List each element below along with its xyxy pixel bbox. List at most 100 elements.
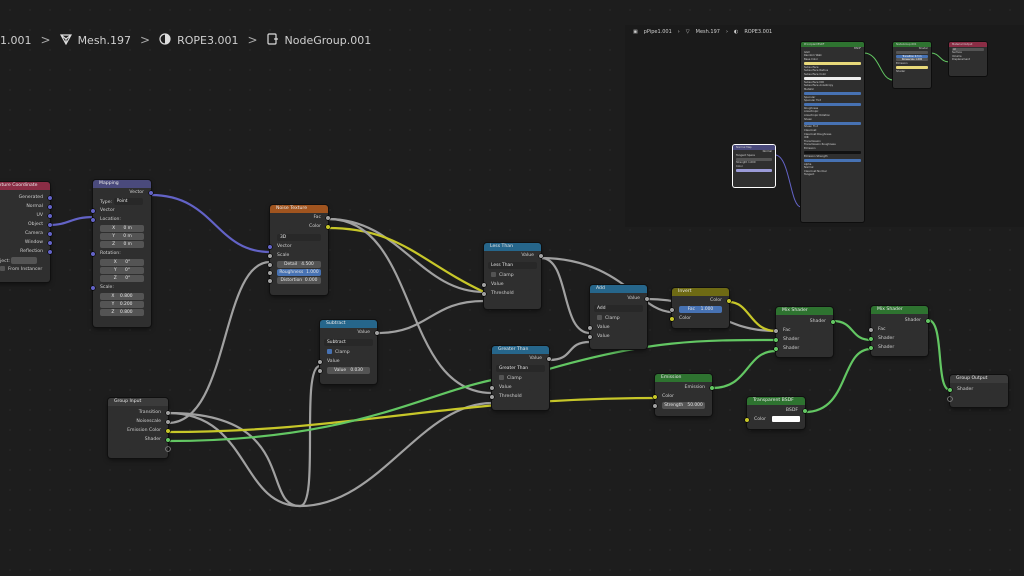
noisescale-field[interactable]: Noisescale 1.000: [896, 58, 928, 62]
node-header[interactable]: Mapping: [93, 180, 151, 188]
emission-swatch[interactable]: [804, 151, 861, 155]
node-add[interactable]: Add Value Add Clamp Value Value: [588, 285, 649, 349]
specular-tint[interactable]: Specular Tint: [804, 99, 822, 103]
socket[interactable]: [670, 307, 674, 312]
socket[interactable]: [948, 397, 952, 401]
socket[interactable]: [375, 330, 379, 335]
alpha-bar[interactable]: [804, 158, 861, 162]
operation-dropdown[interactable]: Greater Than: [496, 365, 545, 372]
scale-z[interactable]: Z 0.800: [100, 309, 144, 316]
distortion-field[interactable]: Distortion 0.000: [268, 277, 321, 284]
socket[interactable]: [869, 345, 873, 350]
node-header[interactable]: Group Output: [950, 375, 1008, 383]
node-header[interactable]: Transparent BSDF: [747, 397, 805, 405]
clamp-row[interactable]: Clamp: [320, 348, 377, 357]
checkbox-icon[interactable]: [597, 315, 602, 320]
roughness-bar[interactable]: [804, 103, 861, 107]
dimension-row[interactable]: 3D: [270, 231, 328, 241]
socket[interactable]: [91, 251, 95, 256]
value2-field[interactable]: Value 0.030: [318, 367, 370, 374]
socket[interactable]: [149, 190, 153, 195]
checkbox-icon[interactable]: [499, 375, 504, 380]
socket[interactable]: [490, 385, 494, 390]
socket[interactable]: [710, 385, 714, 390]
clearcoat[interactable]: Clearcoat: [804, 129, 817, 133]
socket[interactable]: [547, 356, 551, 361]
clamp-row[interactable]: Clamp: [492, 374, 549, 383]
socket[interactable]: [831, 319, 835, 324]
socket[interactable]: [948, 387, 952, 392]
node-group-input[interactable]: Group Input Transition Noisescale Emissi…: [108, 398, 170, 458]
loc-y[interactable]: Y 0 m: [100, 233, 144, 240]
socket[interactable]: [268, 262, 272, 267]
clearcoat-normal[interactable]: Clearcoat Normal: [804, 169, 827, 173]
roughness-field[interactable]: Roughness 1.000: [268, 269, 321, 276]
operation-row[interactable]: Greater Than: [492, 363, 549, 374]
node-less-than[interactable]: Less Than Value Less Than Clamp Value Th…: [482, 243, 543, 309]
socket[interactable]: [803, 408, 807, 413]
loc-z[interactable]: Z 0 m: [100, 241, 144, 248]
base-color-swatch[interactable]: [804, 61, 861, 65]
uv-map-field[interactable]: [736, 157, 772, 161]
sheen-tint-bar[interactable]: [804, 121, 861, 125]
from-instancer-row[interactable]: From Instancer: [0, 265, 50, 274]
node-header[interactable]: Noise Texture: [270, 205, 328, 213]
rot-y[interactable]: Y 0°: [100, 267, 144, 274]
operation-dropdown[interactable]: Less Than: [488, 262, 537, 269]
socket[interactable]: [318, 359, 322, 364]
value2-row[interactable]: Value 0.030: [318, 367, 377, 374]
socket[interactable]: [326, 215, 330, 220]
operation-row[interactable]: Subtract: [320, 337, 377, 348]
socket[interactable]: [326, 224, 330, 229]
emission-swatch[interactable]: [896, 66, 928, 70]
metallic[interactable]: Metallic: [804, 87, 815, 91]
node-header[interactable]: Emission: [655, 374, 712, 382]
fac-row[interactable]: Fac 1.000: [670, 306, 729, 313]
target-dropdown[interactable]: All: [952, 47, 984, 51]
fac-field[interactable]: Fac 1.000: [670, 306, 722, 313]
detail-field[interactable]: Detail 4.500: [268, 261, 321, 268]
scale-fields[interactable]: X 0.800 Y 0.200 Z 0.800: [93, 293, 151, 316]
node-header[interactable]: Invert: [672, 288, 729, 296]
socket[interactable]: [268, 270, 272, 275]
socket[interactable]: [268, 278, 272, 283]
socket[interactable]: [653, 394, 657, 399]
node-header[interactable]: Subtract: [320, 320, 377, 328]
socket[interactable]: [48, 195, 52, 200]
socket[interactable]: [539, 253, 543, 258]
rotation-fields[interactable]: X 0° Y 0° Z 0°: [93, 259, 151, 282]
socket[interactable]: [774, 337, 778, 342]
node-header[interactable]: Mix Shader: [776, 307, 833, 315]
socket[interactable]: [318, 368, 322, 373]
socket[interactable]: [268, 244, 272, 249]
socket[interactable]: [166, 419, 170, 424]
roughness[interactable]: Roughness: [804, 106, 819, 110]
emission[interactable]: Emission: [804, 147, 816, 150]
socket[interactable]: [48, 240, 52, 245]
breadcrumb-item-mesh[interactable]: Mesh.197: [77, 33, 132, 47]
node-emission[interactable]: Emission Emission Color Strength 50.000: [653, 374, 714, 416]
socket[interactable]: [670, 316, 674, 321]
socket[interactable]: [653, 403, 657, 408]
scale-y[interactable]: Y 0.200: [100, 301, 144, 308]
strength-row[interactable]: Strength 1.000: [736, 161, 756, 165]
emission-strength[interactable]: Emission Strength: [804, 154, 828, 158]
socket[interactable]: [645, 296, 649, 301]
color-swatch[interactable]: [772, 415, 800, 422]
socket[interactable]: [869, 327, 873, 332]
node-header[interactable]: Texture Coordinate: [0, 182, 50, 190]
type-dropdown[interactable]: Point: [113, 198, 143, 205]
type-row[interactable]: Type: Point: [93, 197, 151, 206]
location-fields[interactable]: X 0 m Y 0 m Z 0 m: [93, 225, 151, 248]
socket[interactable]: [91, 208, 95, 213]
color-swatch[interactable]: [736, 169, 772, 173]
specular-bar[interactable]: [804, 91, 861, 95]
subsurface-radius[interactable]: Subsurface Radius: [804, 69, 829, 73]
breadcrumb-item-nodegroup[interactable]: NodeGroup.001: [284, 33, 372, 47]
base-color[interactable]: Base Color: [804, 57, 818, 61]
socket[interactable]: [490, 394, 494, 399]
socket[interactable]: [745, 417, 749, 422]
object-field-row[interactable]: ject:: [0, 256, 50, 265]
node-header[interactable]: Group Input: [108, 398, 168, 406]
node-invert[interactable]: Invert Color Fac 1.000 Color: [670, 288, 731, 328]
